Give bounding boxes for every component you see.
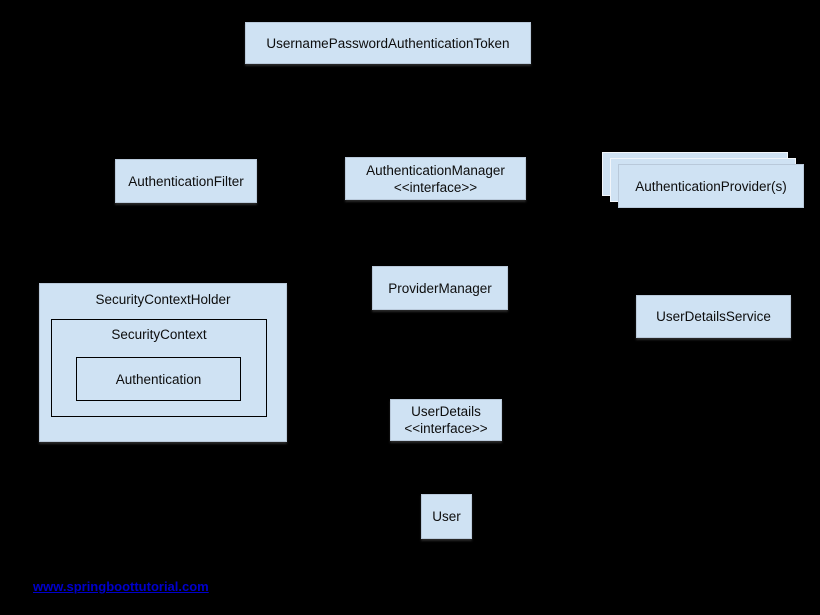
node-stereotype: <<interface>> bbox=[404, 421, 488, 436]
node-user-details: UserDetails <<interface>> bbox=[390, 399, 502, 441]
node-user: User bbox=[421, 494, 472, 539]
node-label: SecurityContext bbox=[111, 327, 207, 342]
node-authentication-providers: AuthenticationProvider(s) bbox=[618, 164, 804, 208]
node-stereotype: <<interface>> bbox=[393, 179, 478, 195]
node-label: ProviderManager bbox=[388, 280, 492, 296]
node-label: AuthenticationManager bbox=[366, 162, 505, 178]
node-label: UserDetailsService bbox=[656, 309, 771, 324]
node-authentication: Authentication bbox=[76, 357, 241, 401]
node-label: User bbox=[432, 509, 461, 524]
node-label: AuthenticationFilter bbox=[128, 173, 244, 189]
node-authentication-manager: AuthenticationManager <<interface>> bbox=[345, 157, 526, 200]
node-label: SecurityContextHolder bbox=[95, 292, 231, 307]
node-authentication-filter: AuthenticationFilter bbox=[115, 159, 257, 203]
node-label: UserDetails bbox=[411, 404, 481, 419]
website-link[interactable]: www.springboottutorial.com bbox=[33, 579, 209, 594]
node-label: Authentication bbox=[115, 371, 202, 387]
node-provider-manager: ProviderManager bbox=[372, 266, 508, 310]
node-label: UsernamePasswordAuthenticationToken bbox=[266, 35, 510, 51]
node-label: AuthenticationProvider(s) bbox=[635, 178, 787, 194]
node-username-password-authentication-token: UsernamePasswordAuthenticationToken bbox=[245, 22, 531, 64]
node-user-details-service: UserDetailsService bbox=[636, 295, 791, 338]
